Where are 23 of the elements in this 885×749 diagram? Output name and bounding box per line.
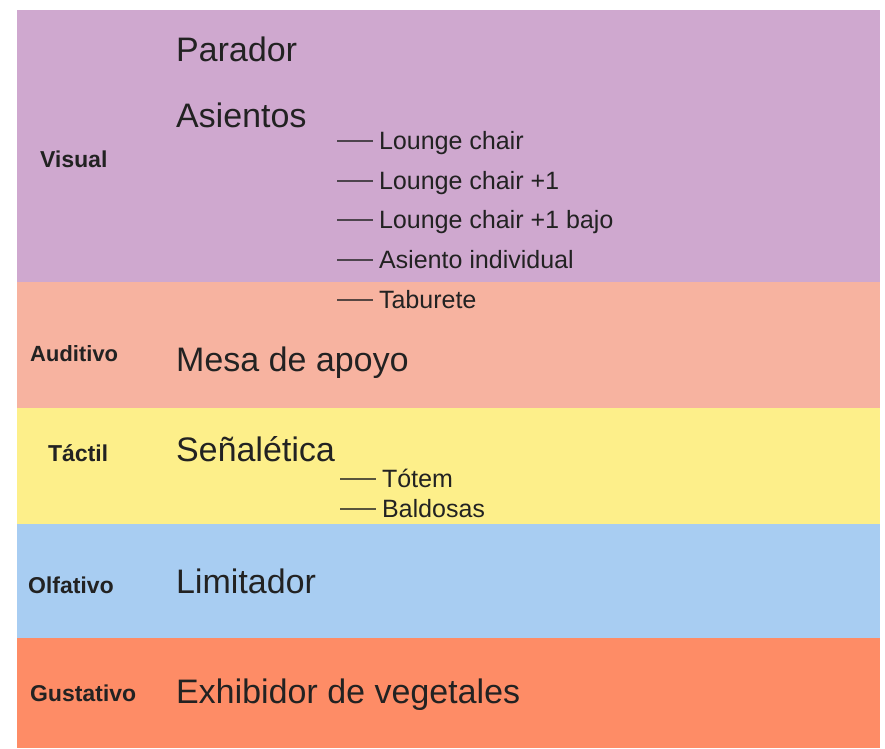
category-label: Visual bbox=[40, 146, 108, 174]
subitem-label: Lounge chair +1 bajo bbox=[379, 205, 614, 235]
item-label: Limitador bbox=[176, 562, 316, 602]
subitem-label: Tótem bbox=[382, 464, 453, 494]
category-label: Auditivo bbox=[30, 340, 118, 368]
category-band bbox=[17, 638, 880, 748]
category-band bbox=[17, 408, 880, 524]
category-band bbox=[17, 10, 880, 282]
subitem-label: Taburete bbox=[379, 285, 476, 315]
item-label: Asientos bbox=[176, 96, 306, 136]
item-label: Mesa de apoyo bbox=[176, 340, 408, 380]
subitem-label: Lounge chair +1 bbox=[379, 166, 560, 196]
category-label: Táctil bbox=[48, 440, 108, 468]
category-band bbox=[17, 524, 880, 638]
item-label: Exhibidor de vegetales bbox=[176, 672, 520, 712]
subitem-label: Baldosas bbox=[382, 494, 485, 524]
category-label: Olfativo bbox=[28, 572, 114, 600]
item-label: Señalética bbox=[176, 430, 335, 470]
item-label: Parador bbox=[176, 30, 297, 70]
category-label: Gustativo bbox=[30, 680, 136, 708]
category-band bbox=[17, 282, 880, 408]
subitem-label: Asiento individual bbox=[379, 245, 574, 275]
subitem-label: Lounge chair bbox=[379, 126, 524, 156]
